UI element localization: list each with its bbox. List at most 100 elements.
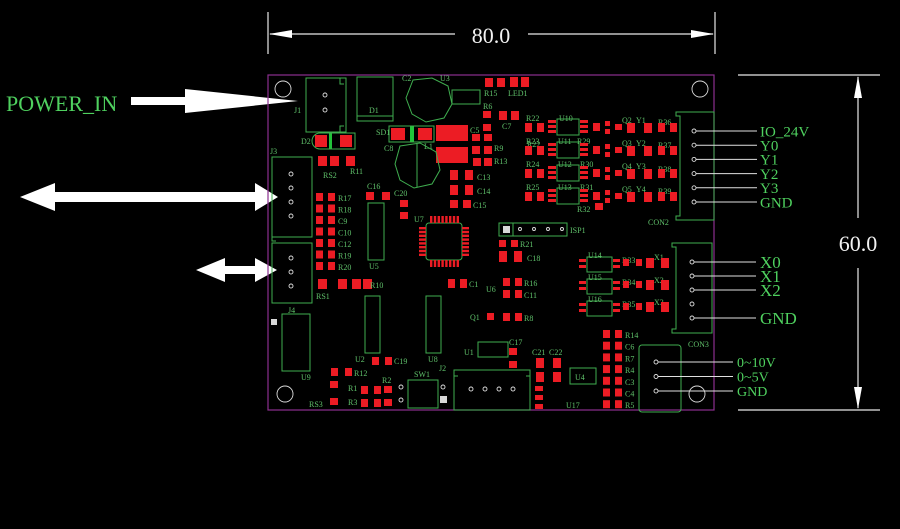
refdes-y4: Y4 xyxy=(636,185,646,194)
pad xyxy=(603,341,610,350)
u7-pin xyxy=(445,216,448,223)
pad xyxy=(580,143,588,146)
pad xyxy=(615,376,622,385)
connector-pin xyxy=(689,315,695,321)
pad xyxy=(316,216,323,224)
pin-label: Y1 xyxy=(760,153,778,169)
pad xyxy=(644,169,652,179)
pad xyxy=(593,169,600,177)
u9-chip: J4 U9 xyxy=(271,306,311,382)
refdes-y3: Y3 xyxy=(636,162,646,171)
c16-c20-pads: C16 C20 xyxy=(366,182,408,219)
pad xyxy=(316,204,323,213)
connector-pin xyxy=(653,388,659,394)
u7-pin xyxy=(462,238,469,241)
refdes-u15: U15 xyxy=(588,273,602,282)
u7-pin xyxy=(419,249,426,253)
mounting-hole-bottom-left xyxy=(276,385,294,403)
u7-pin xyxy=(462,253,469,256)
pad xyxy=(646,302,654,312)
refdes-r22-label: R22 xyxy=(526,114,539,123)
pad xyxy=(548,143,556,146)
pad xyxy=(636,281,642,288)
refdes-r12: R12 xyxy=(354,369,367,378)
refdes-x3: X3 xyxy=(654,298,664,307)
refdes-x2: X2 xyxy=(654,276,664,285)
pad xyxy=(603,376,610,385)
pad xyxy=(328,250,335,259)
pad xyxy=(579,287,586,290)
refdes-x1: X1 xyxy=(654,253,664,262)
pad xyxy=(613,309,620,312)
pad xyxy=(316,262,323,270)
u7-pin xyxy=(419,230,426,234)
width-dimension-label: 80.0 xyxy=(472,23,511,48)
refdes-l1: L1 xyxy=(424,142,433,151)
refdes-j1: J1 xyxy=(294,106,301,115)
sd1-diode: SD1 xyxy=(376,125,435,143)
isp1-header: ISP1 xyxy=(498,222,586,237)
pad xyxy=(548,125,556,128)
u4-chip: U4 xyxy=(569,367,597,385)
pad xyxy=(644,192,652,202)
pad xyxy=(580,171,588,174)
pad xyxy=(670,146,677,155)
dim-arrowhead-bottom xyxy=(854,387,862,409)
refdes-r20: R20 xyxy=(338,263,351,272)
u7-pin xyxy=(456,216,459,223)
refdes-d2: D2 xyxy=(301,137,311,146)
u7-pin xyxy=(452,216,456,223)
pad xyxy=(615,388,622,397)
l1-inductor: L1 xyxy=(424,125,468,163)
u2-chip: U2 xyxy=(355,295,381,364)
rs1-r10-pads: R10 xyxy=(318,279,383,290)
refdes-sd1: SD1 xyxy=(376,128,390,137)
pad xyxy=(627,169,635,179)
pad xyxy=(670,192,677,201)
refdes-c21: C21 xyxy=(532,348,545,357)
connector-pin xyxy=(691,185,697,191)
u7-pin xyxy=(433,216,437,223)
connector-pin xyxy=(691,156,697,162)
pad xyxy=(593,192,600,200)
refdes-u17: U17 xyxy=(566,401,580,410)
refdes-c17: C17 xyxy=(509,338,522,347)
pin-label: Y3 xyxy=(760,181,778,197)
pad xyxy=(646,258,654,268)
pin-label: GND xyxy=(737,385,767,400)
pad xyxy=(605,129,610,134)
pad xyxy=(615,400,622,409)
dim-arrowhead-left xyxy=(269,30,292,38)
pad xyxy=(580,120,588,123)
pad xyxy=(525,192,532,201)
pad xyxy=(658,146,665,155)
refdes-c20: C20 xyxy=(394,189,407,198)
refdes-r23: R23 xyxy=(526,137,539,146)
refdes-r7: R7 xyxy=(625,354,634,363)
pad xyxy=(658,192,665,201)
pad xyxy=(605,167,610,172)
pad xyxy=(548,153,556,156)
pad xyxy=(615,170,622,176)
refdes-d1: D1 xyxy=(369,106,379,115)
u7-pin xyxy=(441,216,444,223)
u7-pin xyxy=(445,260,448,267)
pad xyxy=(661,280,669,290)
pad xyxy=(670,123,677,132)
pad xyxy=(636,303,642,310)
refdes-j4: J4 xyxy=(288,306,295,315)
pad xyxy=(580,194,588,197)
pad xyxy=(328,216,335,224)
u7-microcontroller: U7 xyxy=(414,215,469,267)
pad xyxy=(613,265,620,268)
refdes-c3: C3 xyxy=(625,378,634,387)
refdes-r9: R9 xyxy=(494,144,503,153)
mounting-hole-bottom-right xyxy=(688,385,706,403)
pin-label: 0~10V xyxy=(737,356,776,371)
refdes-q4: Q4 xyxy=(622,162,632,171)
pad xyxy=(623,303,629,310)
pad xyxy=(316,193,323,201)
refdes-r24: R24 xyxy=(526,160,539,169)
refdes-c5: C5 xyxy=(470,126,479,135)
